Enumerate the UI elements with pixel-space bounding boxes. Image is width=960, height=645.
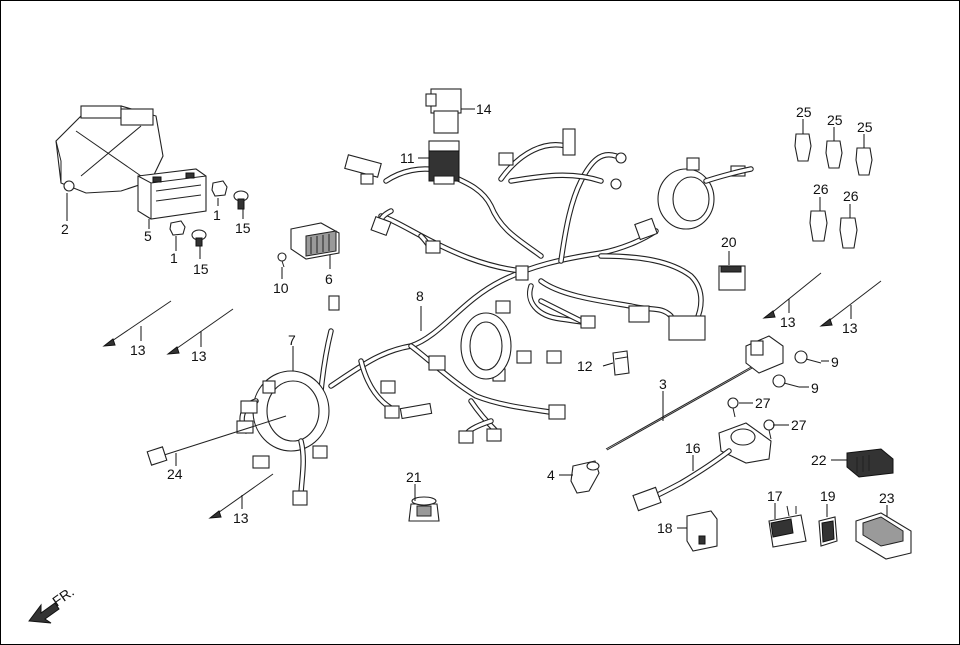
callout-24: 24 <box>167 466 183 482</box>
leader-lines <box>66 108 888 529</box>
callout-1-b: 1 <box>170 250 178 266</box>
callout-17: 17 <box>767 488 783 504</box>
callout-7: 7 <box>288 332 296 348</box>
part-20-clip <box>718 265 746 291</box>
callout-3: 3 <box>659 376 667 392</box>
part-13-cable-tie-b <box>166 308 234 355</box>
callout-25-b: 25 <box>827 112 843 128</box>
part-1-nut-a <box>211 180 228 197</box>
part-13-cable-tie-d <box>819 280 882 327</box>
part-12-clip <box>612 350 630 376</box>
part-13-cable-tie-e <box>208 473 274 519</box>
part-5-battery <box>137 168 207 220</box>
callout-13-d: 13 <box>842 320 858 336</box>
part-27-bolt-b <box>763 419 775 440</box>
callout-8: 8 <box>416 288 424 304</box>
callout-26-b: 26 <box>843 188 859 204</box>
part-24-long-cable-tie <box>146 415 287 466</box>
part-25-fuse-a <box>794 133 812 162</box>
part-21-grommet <box>408 496 440 522</box>
part-13-cable-tie-a <box>102 300 172 347</box>
callout-23: 23 <box>879 490 895 506</box>
callout-4: 4 <box>547 467 555 483</box>
callout-14: 14 <box>476 101 492 117</box>
part-7-harness-ring <box>236 370 330 506</box>
callout-15-b: 15 <box>193 261 209 277</box>
callout-20: 20 <box>721 234 737 250</box>
callout-21: 21 <box>406 469 422 485</box>
callout-6: 6 <box>325 271 333 287</box>
callout-19: 19 <box>820 488 836 504</box>
callout-25-a: 25 <box>796 104 812 120</box>
callout-labels: 2 5 1 1 15 15 6 10 14 11 20 8 7 12 3 13 … <box>49 101 895 609</box>
part-26-fuse-a <box>809 210 828 242</box>
part-26-fuse-b <box>839 217 858 249</box>
callout-11: 11 <box>400 150 415 166</box>
callout-9-a: 9 <box>831 354 839 370</box>
part-9-bolt-a <box>794 350 822 364</box>
callout-22: 22 <box>811 452 827 468</box>
part-10-screw <box>277 252 287 268</box>
part-2-battery-tray <box>55 105 164 194</box>
part-4-plug-cap <box>570 460 600 494</box>
callout-27-a: 27 <box>755 395 771 411</box>
part-15-bolt-a <box>233 190 249 210</box>
part-14-relay <box>425 88 462 134</box>
callout-16: 16 <box>685 440 701 456</box>
callout-13-a: 13 <box>130 342 146 358</box>
callout-5: 5 <box>144 228 152 244</box>
callout-13-b: 13 <box>191 348 207 364</box>
callout-2: 2 <box>61 221 69 237</box>
part-17-relay-bracket <box>768 505 807 548</box>
part-11-relay <box>428 140 460 185</box>
part-1-nut-b <box>169 220 186 236</box>
part-13-cable-tie-c <box>762 272 822 319</box>
callout-15-a: 15 <box>235 220 251 236</box>
callout-25-c: 25 <box>857 119 873 135</box>
callout-27-b: 27 <box>791 417 807 433</box>
callout-26-a: 26 <box>813 181 829 197</box>
front-direction-arrow-icon <box>28 602 60 624</box>
part-25-fuse-c <box>855 147 873 176</box>
part-22-connector <box>846 448 894 478</box>
callout-12: 12 <box>577 358 593 374</box>
part-25-fuse-b <box>825 140 843 169</box>
part-3-ignition-coil <box>605 335 784 451</box>
part-15-bolt-b <box>191 229 207 247</box>
part-16-sensor <box>632 422 772 512</box>
callout-18: 18 <box>657 520 673 536</box>
main-wire-harness <box>318 128 754 444</box>
part-27-bolt-a <box>727 397 739 418</box>
callout-9-b: 9 <box>811 380 819 396</box>
callout-1-a: 1 <box>213 207 221 223</box>
callout-10: 10 <box>273 280 289 296</box>
callout-13-e: 13 <box>233 510 249 526</box>
callout-13-c: 13 <box>780 314 796 330</box>
part-6-regulator <box>290 222 340 260</box>
part-23-connector <box>855 512 912 560</box>
part-19-clip <box>818 516 838 547</box>
part-18-flasher <box>686 510 718 552</box>
part-9-bolt-b <box>772 374 800 388</box>
